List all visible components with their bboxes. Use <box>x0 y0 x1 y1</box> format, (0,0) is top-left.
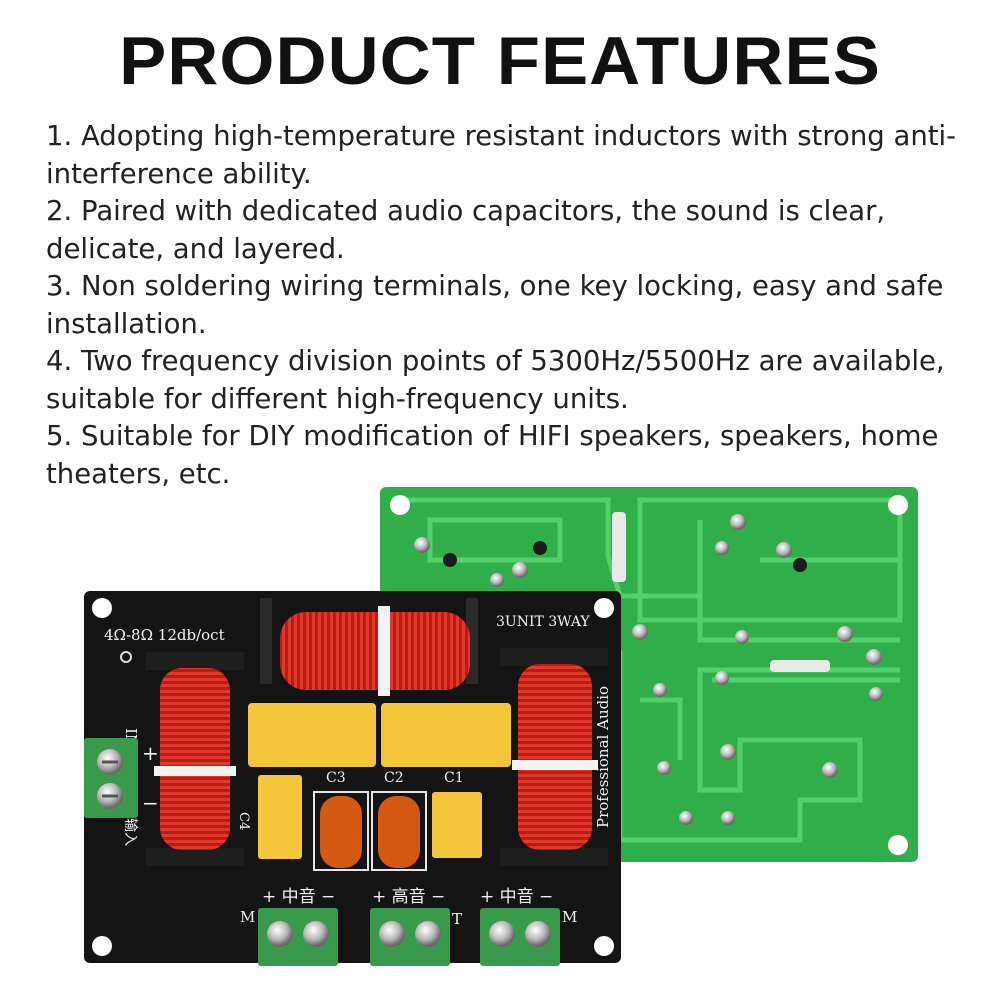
input-terminal <box>84 738 138 818</box>
cap-label-c4: C4 <box>236 812 251 830</box>
m-right-label: M <box>562 908 577 926</box>
mid-left-label: + 中音 − <box>262 887 335 907</box>
feature-list: 1. Adopting high-temperature resistant i… <box>46 118 966 493</box>
mid-right-label: + 中音 − <box>480 887 553 907</box>
electrolytic-capacitors <box>313 791 427 871</box>
output-terminal-mid-right <box>480 908 560 966</box>
spec-label: 4Ω-8Ω 12db/oct <box>104 626 225 644</box>
page-title: PRODUCT FEATURES <box>119 23 881 99</box>
unit-label: 3UNIT 3WAY <box>496 614 590 630</box>
inductor-top <box>280 606 470 696</box>
m-left-label: M <box>240 908 255 926</box>
film-capacitors <box>248 703 511 859</box>
cap-label-c1: C1 <box>444 770 464 786</box>
input-plus-label: + <box>142 741 159 765</box>
inductor-right <box>500 648 608 866</box>
cap-label-c2: C2 <box>384 770 404 786</box>
brand-label: Professional Audio <box>594 686 612 828</box>
output-terminal-mid-left <box>258 908 338 966</box>
cap-label-c3: C3 <box>326 770 346 786</box>
inductor-left <box>146 652 244 866</box>
feature-item-4: 4. Two frequency division points of 5300… <box>46 345 945 415</box>
output-terminal-high <box>370 908 450 966</box>
input-cn-label: 输入 <box>122 818 138 846</box>
feature-item-2: 2. Paired with dedicated audio capacitor… <box>46 195 886 265</box>
black-pcb: 4Ω-8Ω 12db/oct 3UNIT 3WAY Professional A… <box>84 591 621 966</box>
feature-item-3: 3. Non soldering wiring terminals, one k… <box>46 270 944 340</box>
input-minus-label: − <box>142 791 159 815</box>
t-label: T <box>452 910 462 928</box>
feature-item-1: 1. Adopting high-temperature resistant i… <box>46 120 957 190</box>
feature-item-5: 5. Suitable for DIY modification of HIFI… <box>46 420 939 490</box>
high-label: + 高音 − <box>372 887 445 907</box>
